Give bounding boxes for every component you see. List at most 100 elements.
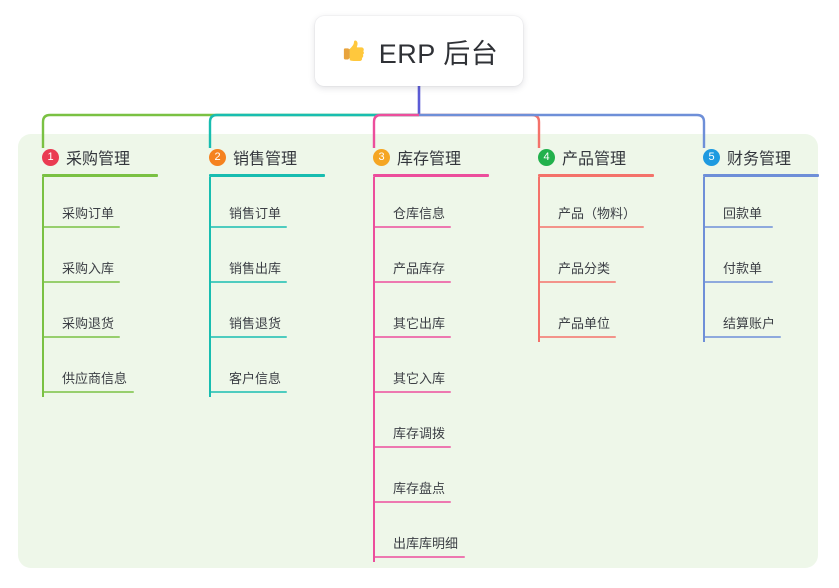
branch-item[interactable]: 库存调拨 — [373, 397, 489, 452]
branch-item-underline — [703, 226, 773, 228]
branch-header-3[interactable]: 3 库存管理 — [362, 146, 489, 168]
branch-item[interactable]: 销售出库 — [209, 232, 325, 287]
branch-title-2: 销售管理 — [233, 151, 298, 168]
branch-item-underline — [538, 336, 616, 338]
branch-badge-1: 1 — [42, 148, 59, 166]
branch-item[interactable]: 付款单 — [703, 232, 819, 287]
branch-item[interactable]: 客户信息 — [209, 342, 325, 397]
branch-column-2: 2 销售管理销售订单销售出库销售退货客户信息 — [198, 146, 325, 397]
branch-item[interactable]: 产品（物料） — [538, 177, 654, 232]
branch-badge-4: 4 — [538, 148, 555, 166]
branch-item-label: 产品（物料） — [558, 206, 637, 221]
branch-item-label: 客户信息 — [229, 371, 282, 386]
branch-item[interactable]: 产品库存 — [373, 232, 489, 287]
branch-title-5: 财务管理 — [727, 151, 792, 168]
branch-item-label: 付款单 — [723, 261, 763, 276]
branch-header-4[interactable]: 4 产品管理 — [527, 146, 654, 168]
branch-item-underline — [538, 226, 644, 228]
branch-item[interactable]: 采购入库 — [42, 232, 158, 287]
branch-column-5: 5 财务管理回款单付款单结算账户 — [692, 146, 819, 342]
branch-item-label: 出库库明细 — [393, 536, 459, 551]
branch-item-label: 采购订单 — [62, 206, 115, 221]
branches-panel — [18, 134, 818, 568]
branch-title-3: 库存管理 — [397, 151, 462, 168]
root-node-content: ERP 后台 — [340, 32, 499, 71]
branch-title-4: 产品管理 — [562, 151, 627, 168]
branch-item-underline — [538, 281, 616, 283]
branch-spine-4 — [538, 177, 540, 342]
branch-header-5[interactable]: 5 财务管理 — [692, 146, 819, 168]
branch-item[interactable]: 供应商信息 — [42, 342, 158, 397]
branch-items-3: 仓库信息产品库存其它出库其它入库库存调拨库存盘点出库库明细 — [373, 177, 489, 562]
branch-item-label: 库存调拨 — [393, 426, 446, 441]
branch-item-underline — [373, 446, 451, 448]
branch-badge-3: 3 — [373, 148, 390, 166]
branch-item-underline — [209, 226, 287, 228]
branch-item-label: 销售订单 — [229, 206, 282, 221]
branch-items-5: 回款单付款单结算账户 — [703, 177, 819, 342]
branch-item-label: 销售退货 — [229, 316, 282, 331]
branch-item-underline — [703, 336, 781, 338]
branch-items-1: 采购订单采购入库采购退货供应商信息 — [42, 177, 158, 397]
branch-underline-2 — [209, 174, 325, 177]
branch-item-underline — [209, 391, 287, 393]
root-node-title: ERP 后台 — [378, 38, 499, 69]
branch-underline-1 — [42, 174, 158, 177]
branch-item-underline — [42, 226, 120, 228]
branch-item-underline — [373, 556, 465, 558]
thumbs-up-icon — [343, 40, 364, 62]
branch-item-underline — [42, 336, 120, 338]
branch-title-1: 采购管理 — [66, 151, 131, 168]
branch-header-1[interactable]: 1 采购管理 — [31, 146, 158, 168]
branch-item-label: 其它入库 — [393, 371, 446, 386]
branch-item-label: 仓库信息 — [393, 206, 446, 221]
branch-underline-4 — [538, 174, 654, 177]
branch-item-label: 采购退货 — [62, 316, 115, 331]
branch-item[interactable]: 产品分类 — [538, 232, 654, 287]
branch-item-label: 销售出库 — [229, 261, 282, 276]
branch-item-label: 产品库存 — [393, 261, 446, 276]
branch-item-underline — [373, 501, 451, 503]
branch-underline-3 — [373, 174, 489, 177]
branch-item-underline — [42, 391, 134, 393]
branch-item-label: 结算账户 — [723, 316, 776, 331]
branch-item-label: 产品分类 — [558, 261, 611, 276]
branch-item[interactable]: 回款单 — [703, 177, 819, 232]
branch-item[interactable]: 销售订单 — [209, 177, 325, 232]
branch-item-label: 回款单 — [723, 206, 763, 221]
branch-header-2[interactable]: 2 销售管理 — [198, 146, 325, 168]
branch-item[interactable]: 仓库信息 — [373, 177, 489, 232]
branch-item[interactable]: 产品单位 — [538, 287, 654, 342]
branch-item-underline — [373, 336, 451, 338]
branch-spine-5 — [703, 177, 705, 342]
branch-item-underline — [209, 336, 287, 338]
root-node[interactable]: ERP 后台 — [315, 16, 523, 86]
branch-underline-5 — [703, 174, 819, 177]
branch-item-label: 供应商信息 — [62, 371, 128, 386]
branch-item[interactable]: 采购订单 — [42, 177, 158, 232]
branch-item-underline — [209, 281, 287, 283]
branch-item[interactable]: 销售退货 — [209, 287, 325, 342]
branch-badge-2: 2 — [209, 148, 226, 166]
branch-item-label: 库存盘点 — [393, 481, 446, 496]
branch-item[interactable]: 结算账户 — [703, 287, 819, 342]
branch-spine-3 — [373, 177, 375, 562]
branch-item-underline — [373, 281, 451, 283]
branch-item-underline — [373, 391, 451, 393]
branch-spine-1 — [42, 177, 44, 397]
branch-item[interactable]: 出库库明细 — [373, 507, 489, 562]
branch-item-label: 其它出库 — [393, 316, 446, 331]
branch-item[interactable]: 其它入库 — [373, 342, 489, 397]
branch-items-2: 销售订单销售出库销售退货客户信息 — [209, 177, 325, 397]
branch-item[interactable]: 库存盘点 — [373, 452, 489, 507]
branch-column-1: 1 采购管理采购订单采购入库采购退货供应商信息 — [31, 146, 158, 397]
branch-item-underline — [703, 281, 773, 283]
branch-items-4: 产品（物料） 产品分类产品单位 — [538, 177, 654, 342]
branch-column-3: 3 库存管理仓库信息产品库存其它出库其它入库库存调拨库存盘点出库库明细 — [362, 146, 489, 562]
branch-item-underline — [42, 281, 120, 283]
branch-item[interactable]: 其它出库 — [373, 287, 489, 342]
branch-badge-5: 5 — [703, 148, 720, 166]
branch-item-label: 产品单位 — [558, 316, 611, 331]
branch-item[interactable]: 采购退货 — [42, 287, 158, 342]
